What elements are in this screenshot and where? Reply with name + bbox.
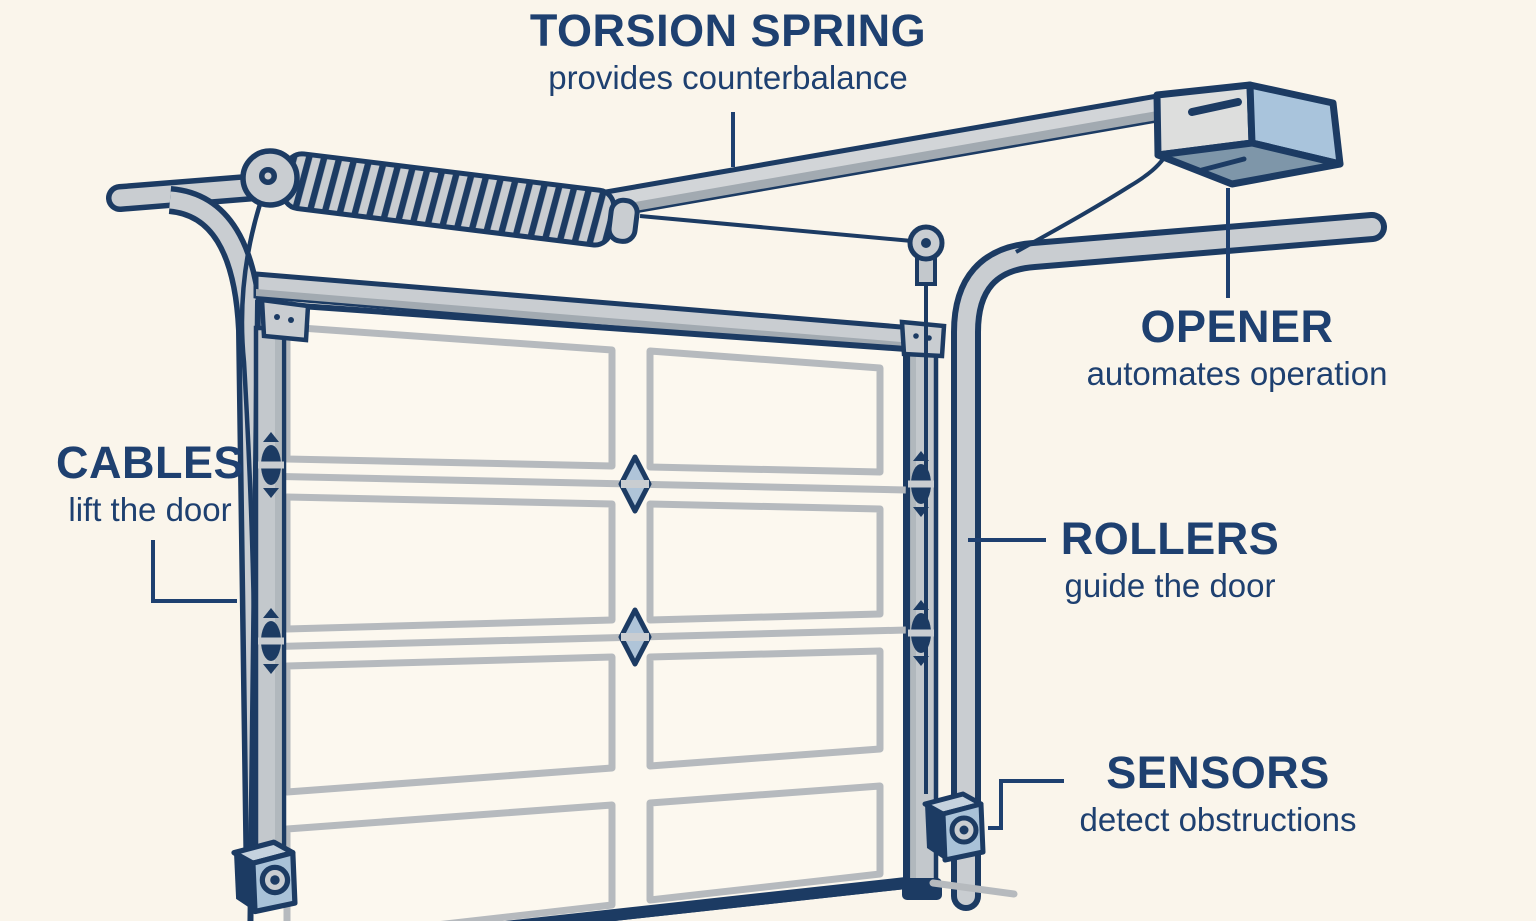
- spring-end-cone: [606, 197, 640, 244]
- door-panels: [283, 323, 884, 921]
- floor-line: [929, 879, 1018, 898]
- cable-drum-left: [240, 148, 300, 208]
- door-panel: [283, 493, 616, 633]
- label-opener: OPENER automates operation: [1087, 302, 1388, 392]
- cable-line-left: [239, 203, 263, 845]
- opener-unit: [1153, 81, 1344, 188]
- label-rollers: ROLLERS guide the door: [1061, 514, 1280, 604]
- opener-rail: [603, 92, 1166, 219]
- track-bracket: [259, 297, 311, 343]
- door-panel: [283, 653, 616, 796]
- spring-coil: [280, 151, 617, 248]
- leader-cables: [151, 540, 237, 603]
- torsion-spring-title: TORSION SPRING: [529, 5, 927, 56]
- cables-subtitle: lift the door: [68, 490, 232, 528]
- torsion-spring: [240, 148, 640, 248]
- label-cables: CABLES lift the door: [56, 438, 244, 528]
- opener-vent-slot: [1188, 98, 1242, 116]
- door-section-seams: [257, 472, 907, 651]
- hinge-diamond: [618, 454, 652, 514]
- sensor-right: [922, 791, 986, 863]
- label-torsion-spring: TORSION SPRING provides counterbalance: [530, 6, 926, 96]
- hinge-diamond: [618, 607, 652, 667]
- opener-wire: [1015, 156, 1166, 254]
- door-panel: [646, 647, 884, 770]
- opener-subtitle: automates operation: [1086, 354, 1388, 392]
- sensor-left: [231, 839, 298, 915]
- track-bracket: [899, 319, 947, 359]
- torsion-cable: [639, 214, 913, 243]
- cables-title: CABLES: [55, 437, 245, 488]
- vertical-track-right-curve: [951, 212, 1387, 911]
- opener-face-bottom: [1154, 139, 1344, 188]
- cable-drum-right: [907, 224, 945, 286]
- rollers-subtitle: guide the door: [1064, 566, 1276, 604]
- sensors-subtitle: detect obstructions: [1079, 800, 1357, 838]
- torsion-spring-subtitle: provides counterbalance: [548, 58, 908, 96]
- sensors-title: SENSORS: [1106, 747, 1330, 798]
- rollers-title: ROLLERS: [1060, 513, 1280, 564]
- roller-icon: [258, 608, 284, 674]
- roller-icon: [908, 451, 934, 517]
- door-panel: [646, 500, 884, 624]
- opener-title: OPENER: [1140, 301, 1334, 352]
- roller-icon: [908, 600, 934, 666]
- door-panel: [646, 782, 884, 904]
- ceiling-track-left: [106, 170, 310, 895]
- door-panel: [283, 323, 616, 470]
- leader-lines: [151, 112, 1230, 830]
- roller-icon: [258, 432, 284, 498]
- label-sensors: SENSORS detect obstructions: [1080, 748, 1357, 838]
- door-panel: [646, 347, 884, 476]
- leader-sensors: [988, 779, 1064, 830]
- garage-door: [247, 299, 909, 921]
